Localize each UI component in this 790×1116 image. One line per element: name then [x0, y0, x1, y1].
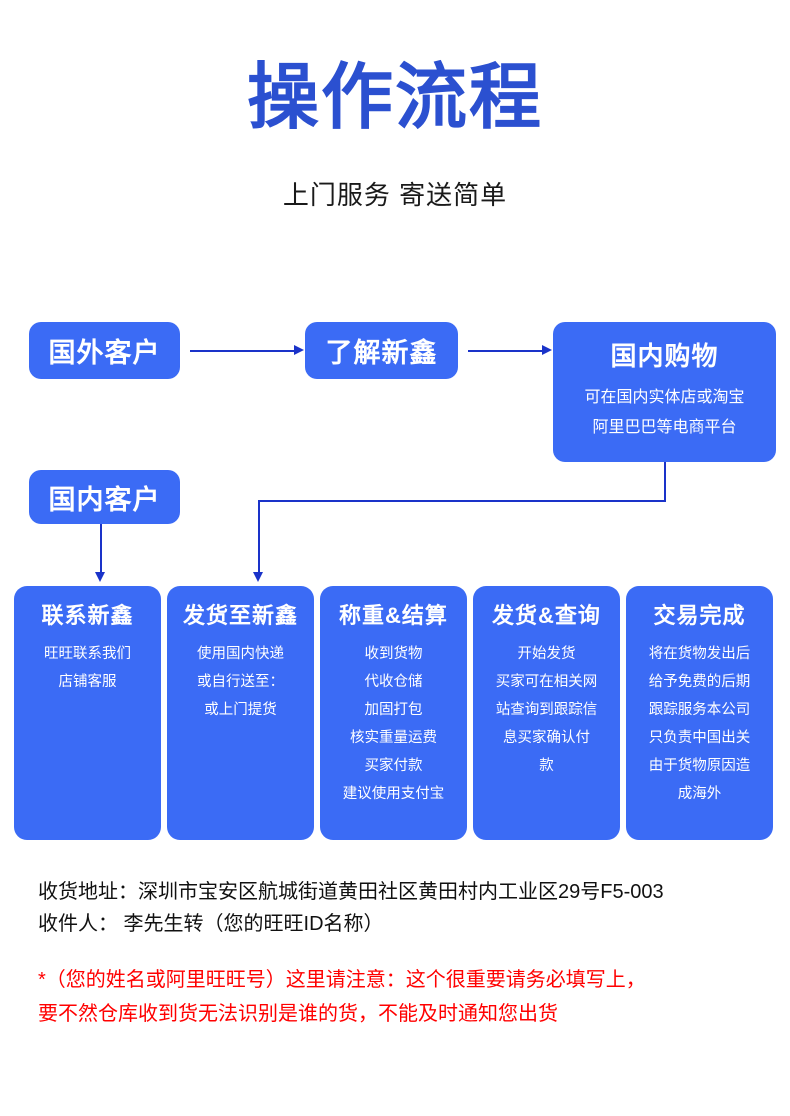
step-card-body: 开始发货 买家可在相关网 站查询到跟踪信 息买家确认付 款	[496, 640, 598, 780]
flow-node-title: 国内客户	[48, 484, 161, 515]
step-card-title: 联系新鑫	[41, 603, 134, 628]
connector-shopping-down-to-card	[258, 500, 260, 576]
step-card-body-line: 买家可在相关网	[495, 674, 598, 690]
step-card-body: 旺旺联系我们 店铺客服	[44, 640, 131, 696]
flow-node-domestic-shopping[interactable]: 国内购物 可在国内实体店或淘宝 阿里巴巴等电商平台	[553, 322, 776, 462]
shipping-address-block: 收货地址：深圳市宝安区航城街道黄田社区黄田村内工业区29号F5-003 收件人：…	[38, 876, 778, 940]
step-card-body-line: 只负责中国出关	[648, 730, 751, 746]
step-card-ship-to-xinxin[interactable]: 发货至新鑫 使用国内快递 或自行送至： 或上门提货	[167, 586, 314, 840]
step-card-body-line: 使用国内快递	[197, 646, 284, 662]
connector-shopping-across	[258, 500, 666, 502]
flow-node-overseas-customer[interactable]: 国外客户	[29, 322, 180, 379]
flow-node-title: 国内购物	[610, 341, 719, 371]
step-card-body-line: 由于货物原因造	[648, 758, 751, 774]
connector-overseas-to-learn	[190, 350, 295, 352]
flow-node-title: 了解新鑫	[325, 338, 438, 368]
step-card-body-line: 跟踪服务本公司	[648, 702, 751, 718]
arrow-head-domestic-customer-down	[95, 572, 105, 582]
step-card-ship-and-track[interactable]: 发货&查询 开始发货 买家可在相关网 站查询到跟踪信 息买家确认付 款	[473, 586, 620, 840]
connector-domestic-customer-down	[100, 524, 102, 576]
flow-node-title: 国外客户	[48, 338, 161, 368]
arrow-head-overseas-to-learn	[294, 345, 304, 355]
step-card-body-line: 建议使用支付宝	[342, 786, 445, 802]
shipping-address-line: 收货地址：深圳市宝安区航城街道黄田社区黄田村内工业区29号F5-003	[38, 881, 664, 903]
flow-node-body: 可在国内实体店或淘宝 阿里巴巴等电商平台	[584, 383, 744, 443]
step-card-title: 发货至新鑫	[182, 603, 298, 628]
page-subtitle: 上门服务 寄送简单	[282, 180, 508, 210]
step-card-body-line: 店铺客服	[58, 674, 117, 690]
step-card-contact-xinxin[interactable]: 联系新鑫 旺旺联系我们 店铺客服	[14, 586, 161, 840]
step-card-body-line: 成海外	[677, 786, 722, 802]
step-card-body-line: 或上门提货	[204, 702, 277, 718]
step-card-body-line: 款	[539, 758, 554, 774]
step-card-transaction-complete[interactable]: 交易完成 将在货物发出后 给予免费的后期 跟踪服务本公司 只负责中国出关 由于货…	[626, 586, 773, 840]
flow-node-domestic-customer[interactable]: 国内客户	[29, 470, 180, 524]
flow-node-learn-xinxin[interactable]: 了解新鑫	[305, 322, 458, 379]
step-card-body: 将在货物发出后 给予免费的后期 跟踪服务本公司 只负责中国出关 由于货物原因造 …	[649, 640, 751, 808]
step-card-body-line: 收到货物	[364, 646, 423, 662]
step-card-body-line: 核实重量运费	[350, 730, 437, 746]
step-card-body-line: 旺旺联系我们	[44, 646, 131, 662]
warning-note-line: 要不然仓库收到货无法识别是谁的货，不能及时通知您出货	[38, 1003, 558, 1025]
step-card-body-line: 息买家确认付	[503, 730, 590, 746]
arrow-head-shopping-to-card	[253, 572, 263, 582]
connector-learn-to-shopping	[468, 350, 543, 352]
step-card-body-line: 买家付款	[364, 758, 423, 774]
page-title: 操作流程	[246, 58, 543, 138]
step-card-title: 交易完成	[653, 603, 746, 628]
flow-node-body-line: 阿里巴巴等电商平台	[592, 419, 737, 436]
step-card-title: 称重&结算	[339, 603, 448, 628]
step-card-body-line: 给予免费的后期	[648, 674, 751, 690]
step-card-body-line: 将在货物发出后	[648, 646, 751, 662]
connector-shopping-down-stub	[664, 462, 666, 501]
step-card-body-line: 或自行送至：	[197, 674, 284, 690]
arrow-head-learn-to-shopping	[542, 345, 552, 355]
step-card-body: 收到货物 代收仓储 加固打包 核实重量运费 买家付款 建议使用支付宝	[343, 640, 445, 808]
step-card-weigh-and-settle[interactable]: 称重&结算 收到货物 代收仓储 加固打包 核实重量运费 买家付款 建议使用支付宝	[320, 586, 467, 840]
step-card-body-line: 代收仓储	[364, 674, 423, 690]
step-card-body-line: 站查询到跟踪信	[495, 702, 598, 718]
warning-note-line: *（您的姓名或阿里旺旺号）这里请注意：这个很重要请务必填写上，	[38, 969, 646, 991]
step-card-title: 发货&查询	[492, 603, 601, 628]
flow-node-body-line: 可在国内实体店或淘宝	[584, 389, 745, 406]
recipient-line: 收件人： 李先生转（您的旺旺ID名称）	[38, 913, 384, 935]
warning-note-block: *（您的姓名或阿里旺旺号）这里请注意：这个很重要请务必填写上， 要不然仓库收到货…	[38, 963, 778, 1031]
step-card-body-line: 开始发货	[517, 646, 576, 662]
step-card-body-line: 加固打包	[364, 702, 423, 718]
step-card-body: 使用国内快递 或自行送至： 或上门提货	[197, 640, 284, 724]
